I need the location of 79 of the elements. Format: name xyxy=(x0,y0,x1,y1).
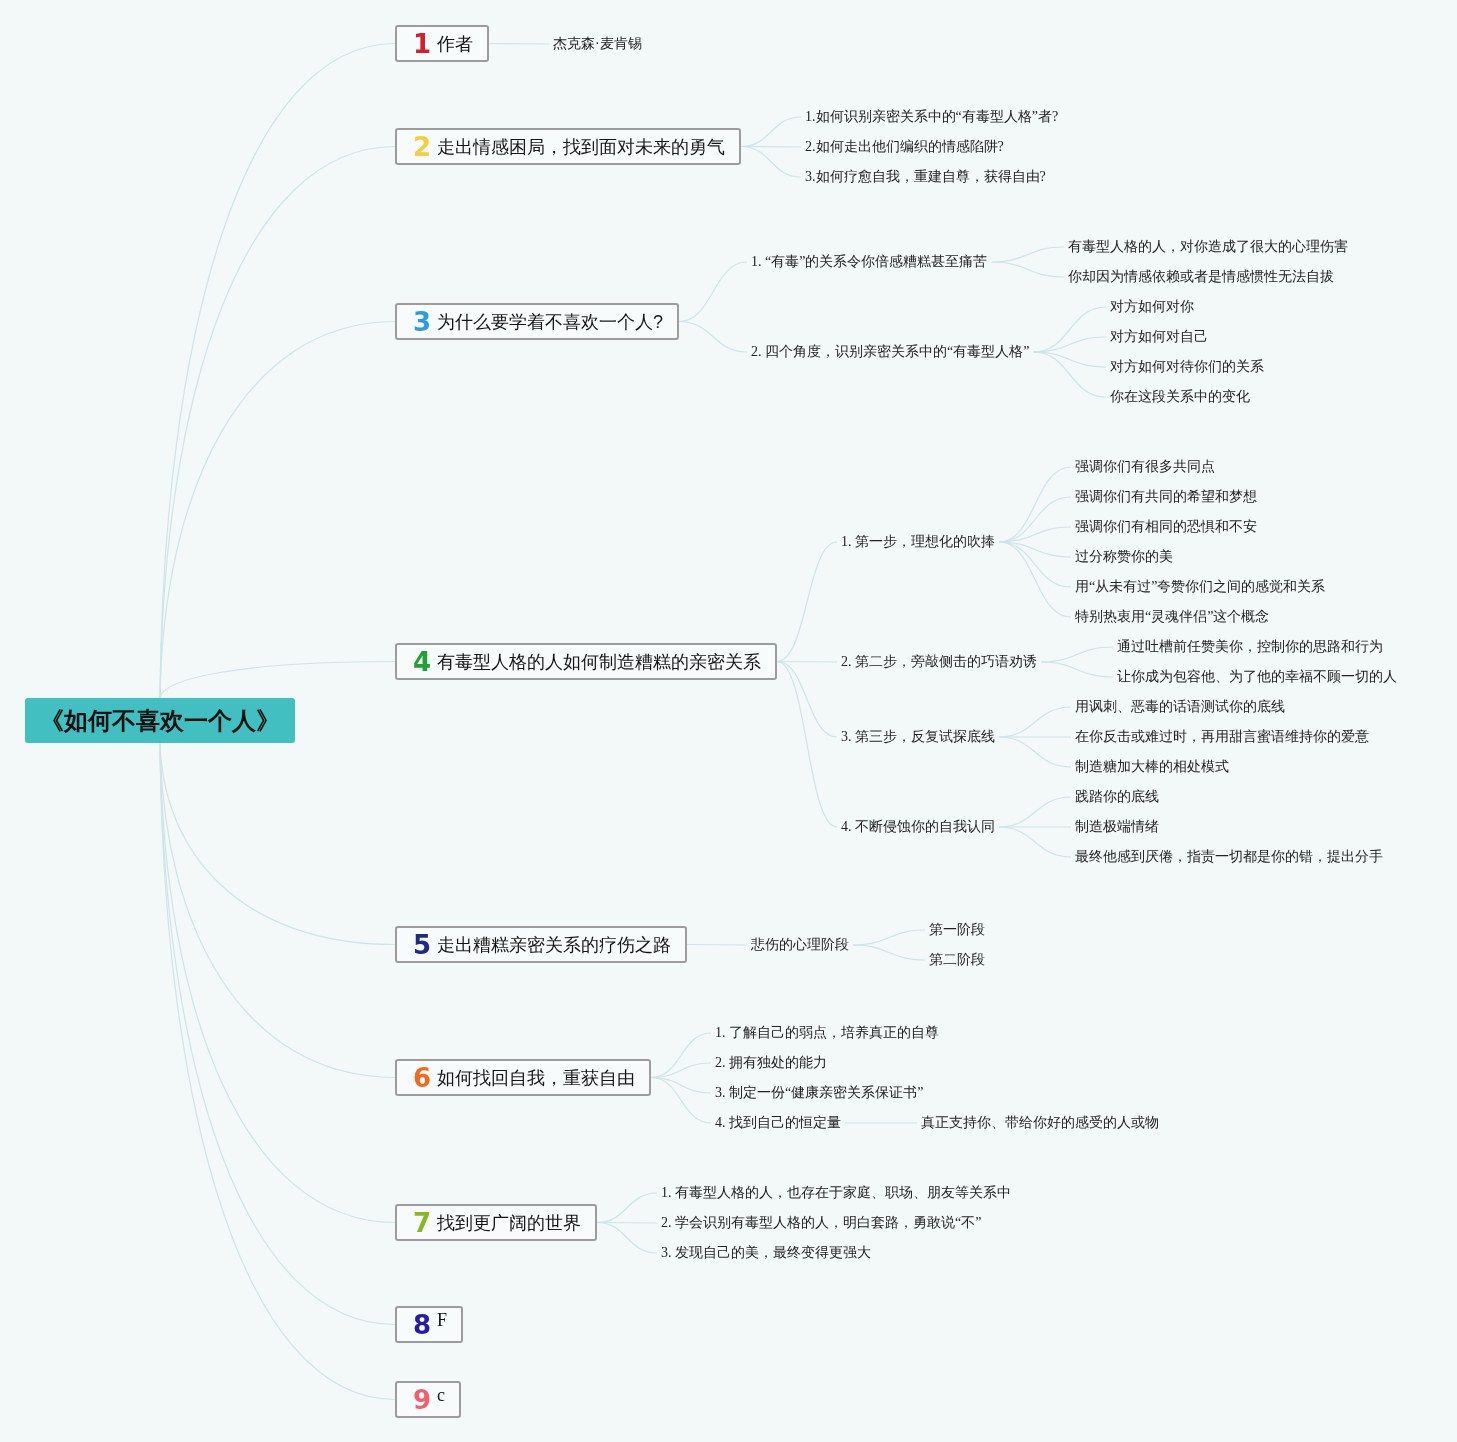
subtopic-text: 用“从未有过”夸赞你们之间的感觉和关系 xyxy=(1071,575,1330,599)
branch-line xyxy=(990,261,1065,278)
topic-box xyxy=(395,1204,598,1241)
subtopic-text: 对方如何对自己 xyxy=(1106,325,1212,349)
subtopic-text: 2. 学会识别有毒型人格的人，明白套路，勇敢说“不” xyxy=(657,1211,986,1235)
subtopic-text: 3. 第三步，反复试探底线 xyxy=(837,725,999,749)
branch-line xyxy=(998,736,1072,768)
subtopic-text: 在你反击或难过时，再用甜言蜜语维持你的爱意 xyxy=(1071,725,1373,749)
subtopic-text: 你在这段关系中的变化 xyxy=(1106,385,1254,409)
subtopic-text: 1.如何识别亲密关系中的“有毒型人格”者? xyxy=(801,105,1063,129)
subtopic-text: 强调你们有很多共同点 xyxy=(1071,455,1219,479)
topic-title: F xyxy=(437,1308,448,1332)
topic-number: 8 xyxy=(413,1309,432,1340)
subtopic-text: 4. 不断侵蚀你的自我认同 xyxy=(837,815,999,839)
subtopic-text: 1. “有毒”的关系令你倍感糟糕甚至痛苦 xyxy=(747,250,992,274)
topic-title: c xyxy=(437,1383,446,1407)
topic-number: 5 xyxy=(413,929,432,960)
topic-box xyxy=(395,1059,652,1096)
subtopic-text: 2. 拥有独处的能力 xyxy=(711,1051,831,1075)
topic-number: 2 xyxy=(413,131,432,162)
topic-title: 走出糟糕亲密关系的疗伤之路 xyxy=(437,933,672,957)
branch-line xyxy=(776,660,838,828)
subtopic-text: 让你成为包容他、为了他的幸福不顾一切的人 xyxy=(1113,665,1401,689)
topic-title: 有毒型人格的人如何制造糟糕的亲密关系 xyxy=(437,650,762,674)
subtopic-text: 1. 第一步，理想化的吹捧 xyxy=(837,530,999,554)
subtopic-text: 对方如何对你 xyxy=(1106,295,1198,319)
topic-box xyxy=(395,643,778,680)
subtopic-text: 制造极端情绪 xyxy=(1071,815,1163,839)
branch-line xyxy=(1040,661,1114,678)
central-topic: 《如何不喜欢一个人》 xyxy=(25,698,295,743)
subtopic-text: 第二阶段 xyxy=(925,948,989,972)
topic-number: 1 xyxy=(413,28,432,59)
topic-title: 找到更广阔的世界 xyxy=(437,1211,582,1235)
subtopic-text: 对方如何对待你们的关系 xyxy=(1106,355,1268,379)
subtopic-text: 2. 第二步，旁敲侧击的巧语劝诱 xyxy=(837,650,1041,674)
subtopic-text: 践踏你的底线 xyxy=(1071,785,1163,809)
subtopic-text: 有毒型人格的人，对你造成了很大的心理伤害 xyxy=(1064,235,1352,259)
topic-box xyxy=(395,926,688,963)
subtopic-text: 1. 有毒型人格的人，也存在于家庭、职场、朋友等关系中 xyxy=(657,1181,1015,1205)
topic-number: 6 xyxy=(413,1062,432,1093)
subtopic-text: 特别热衷用“灵魂伴侣”这个概念 xyxy=(1071,605,1274,629)
topic-number: 4 xyxy=(413,646,432,677)
subtopic-text: 过分称赞你的美 xyxy=(1071,545,1177,569)
branch-line xyxy=(159,660,396,699)
topic-title: 走出情感困局，找到面对未来的勇气 xyxy=(437,135,726,159)
topic-number: 7 xyxy=(413,1207,432,1238)
topic-box xyxy=(395,303,680,340)
subtopic-text: 杰克森·麦肯锡 xyxy=(549,32,646,56)
topic-box xyxy=(395,1381,462,1418)
subtopic-text: 制造糖加大棒的相处模式 xyxy=(1071,755,1233,779)
branch-line xyxy=(998,826,1072,858)
topic-number: 3 xyxy=(413,306,432,337)
topic-title: 为什么要学着不喜欢一个人? xyxy=(437,310,664,334)
topic-box xyxy=(395,1306,464,1343)
subtopic-text: 2.如何走出他们编织的情感陷阱? xyxy=(801,135,1008,159)
subtopic-text: 4. 找到自己的恒定量 xyxy=(711,1111,845,1135)
subtopic-text: 真正支持你、带给你好的感受的人或物 xyxy=(917,1111,1163,1135)
subtopic-text: 强调你们有共同的希望和梦想 xyxy=(1071,485,1261,509)
topic-box xyxy=(395,128,742,165)
subtopic-text: 1. 了解自己的弱点，培养真正的自尊 xyxy=(711,1021,943,1045)
subtopic-text: 2. 四个角度，识别亲密关系中的“有毒型人格” xyxy=(747,340,1034,364)
branch-line xyxy=(650,1076,712,1124)
subtopic-text: 用讽刺、恶毒的话语测试你的底线 xyxy=(1071,695,1289,719)
branch-line xyxy=(678,320,748,353)
subtopic-text: 3.如何疗愈自我，重建自尊，获得自由? xyxy=(801,165,1050,189)
topic-box xyxy=(395,25,490,62)
subtopic-text: 通过吐槽前任赞美你，控制你的思路和行为 xyxy=(1113,635,1387,659)
topic-number: 9 xyxy=(413,1384,432,1415)
subtopic-text: 3. 制定一份“健康亲密关系保证书” xyxy=(711,1081,928,1105)
topic-title: 如何找回自我，重获自由 xyxy=(437,1066,636,1090)
subtopic-text: 第一阶段 xyxy=(925,918,989,942)
subtopic-text: 3. 发现自己的美，最终变得更强大 xyxy=(657,1241,875,1265)
branch-line xyxy=(852,944,926,961)
topic-title: 作者 xyxy=(437,32,474,56)
subtopic-text: 最终他感到厌倦，指责一切都是你的错，提出分手 xyxy=(1071,845,1387,869)
branch-line xyxy=(488,42,550,45)
subtopic-text: 你却因为情感依赖或者是情感惯性无法自拔 xyxy=(1064,265,1338,289)
subtopic-text: 强调你们有相同的恐惧和不安 xyxy=(1071,515,1261,539)
subtopic-text: 悲伤的心理阶段 xyxy=(747,933,853,957)
